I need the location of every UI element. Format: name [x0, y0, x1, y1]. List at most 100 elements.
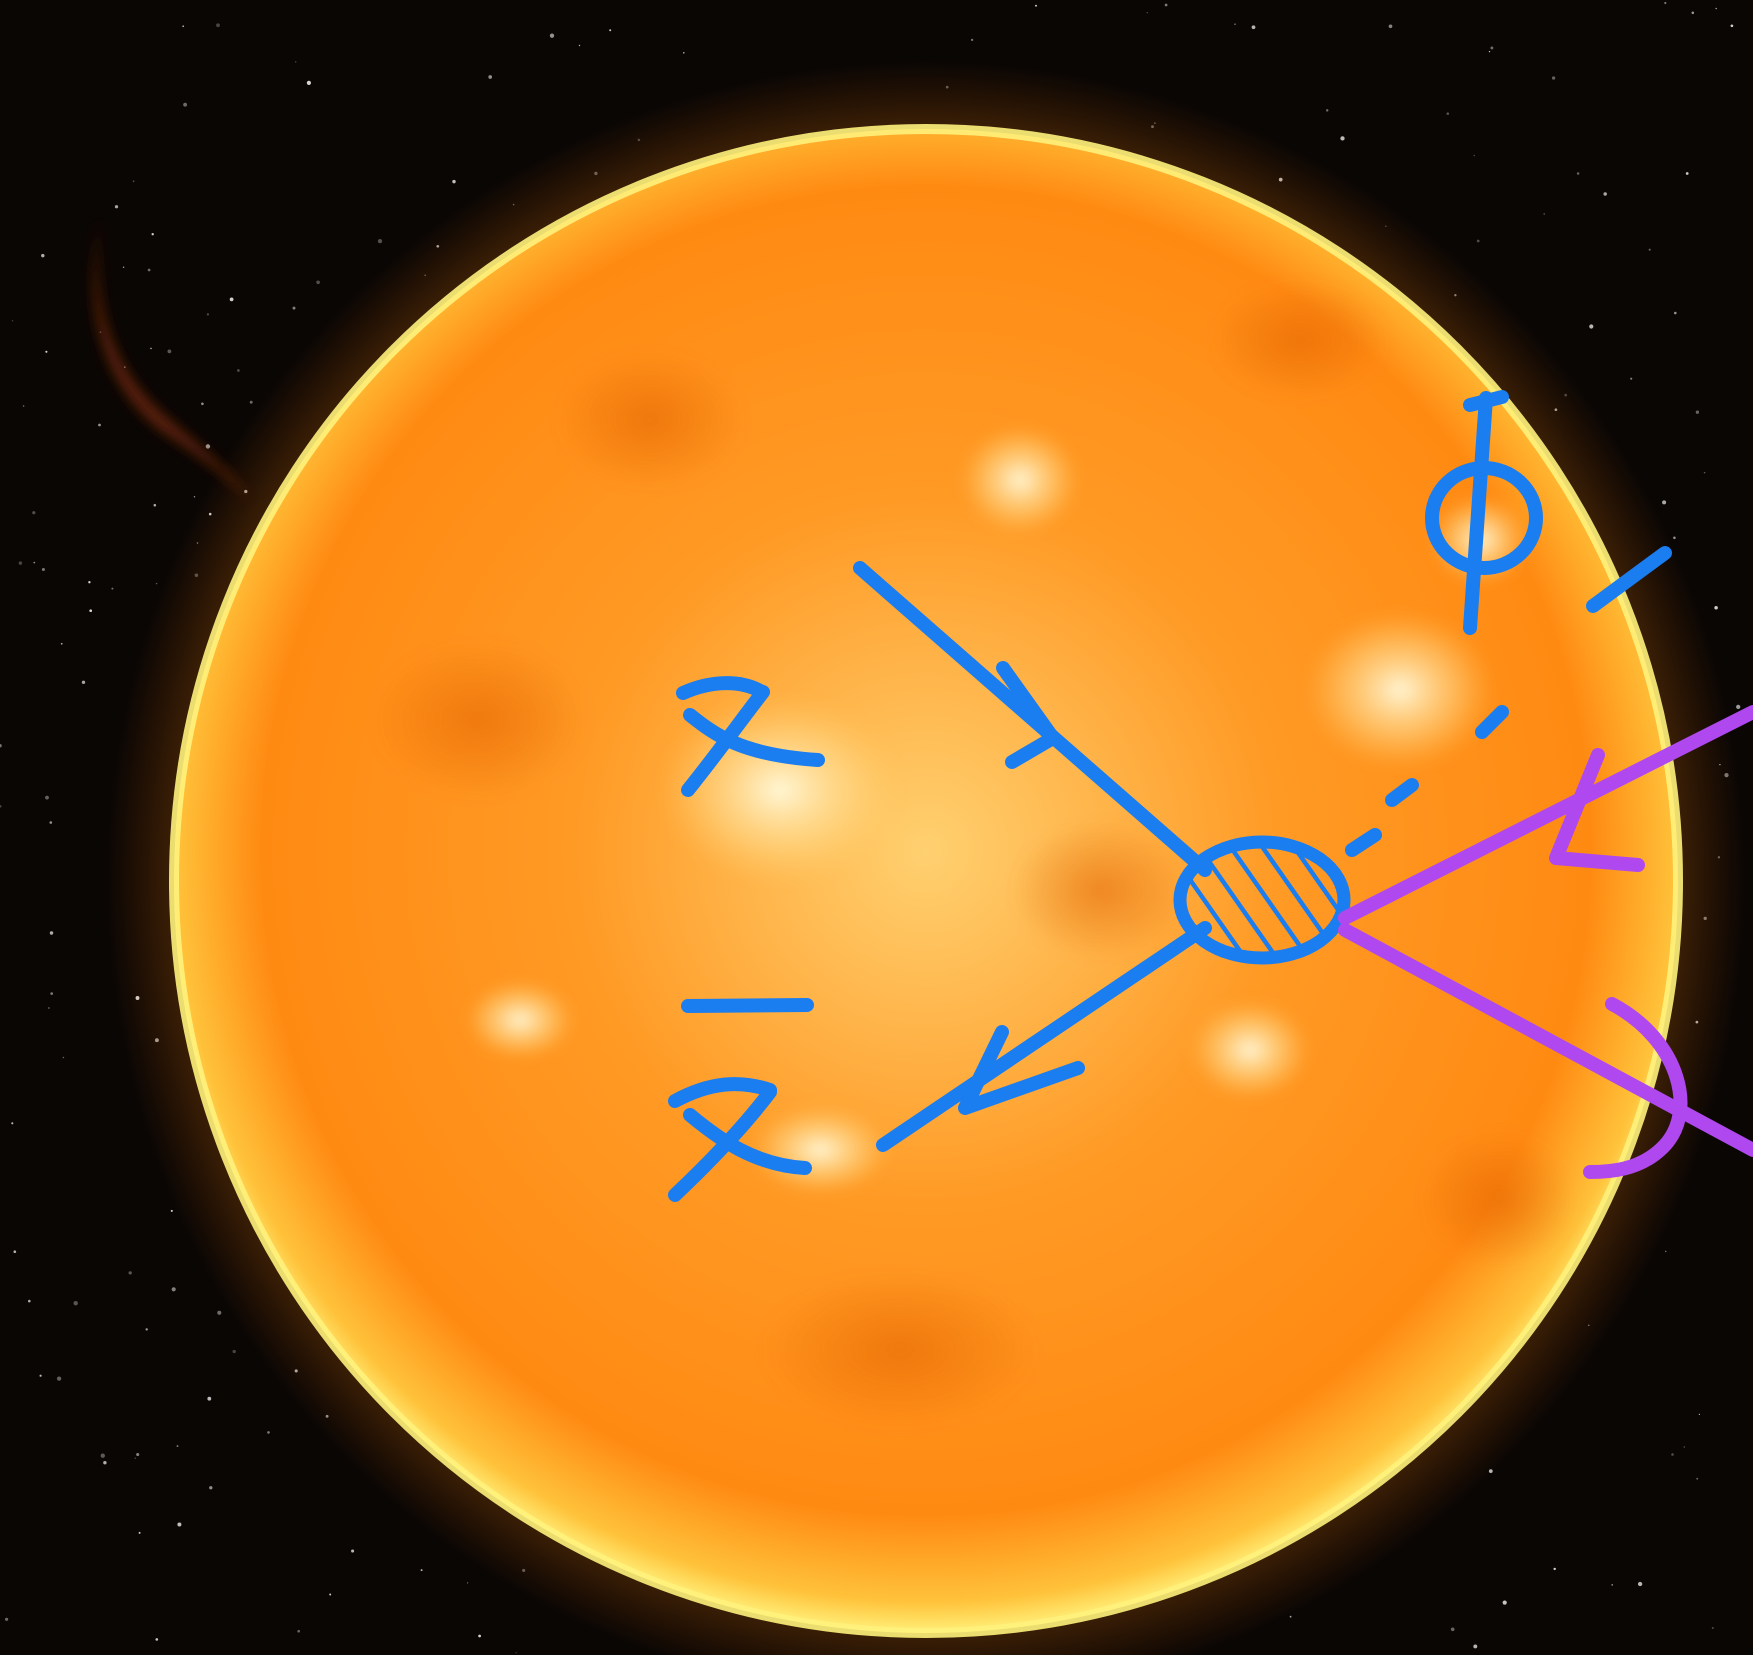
star [201, 402, 204, 405]
star [1683, 1446, 1685, 1448]
star [32, 511, 35, 514]
star [1731, 24, 1734, 27]
star [683, 52, 685, 54]
star [115, 205, 118, 208]
star [101, 1454, 105, 1458]
star [478, 1635, 481, 1638]
star [1473, 1644, 1477, 1648]
star [452, 180, 455, 183]
star [156, 583, 157, 584]
star [177, 1523, 181, 1527]
star [316, 280, 320, 284]
star [23, 405, 25, 407]
star [45, 351, 47, 353]
star [1673, 537, 1676, 540]
star [216, 23, 220, 27]
star [13, 1250, 16, 1253]
star [28, 1300, 31, 1303]
star [123, 266, 125, 268]
star [233, 1350, 236, 1353]
star [1147, 12, 1148, 13]
star [129, 1271, 132, 1274]
star [89, 609, 92, 612]
star [57, 1376, 61, 1380]
star [1589, 324, 1593, 328]
star [1165, 4, 1168, 7]
star [351, 1549, 354, 1552]
star [135, 1457, 136, 1458]
star [98, 424, 101, 427]
star [48, 1007, 50, 1009]
star [1490, 46, 1493, 49]
star [488, 75, 492, 79]
star [40, 1375, 42, 1377]
star [49, 821, 52, 824]
star [111, 588, 113, 590]
interaction-blob [1180, 842, 1344, 958]
star [421, 1569, 423, 1571]
star [1696, 1478, 1698, 1480]
star [1714, 606, 1718, 610]
star [177, 1445, 179, 1447]
star [139, 1532, 141, 1534]
star [516, 1652, 517, 1653]
star [1326, 109, 1328, 111]
star [133, 180, 135, 182]
star [609, 29, 611, 31]
star [33, 562, 35, 564]
star [307, 81, 311, 85]
star [1611, 1584, 1613, 1586]
star [237, 369, 240, 372]
star [1674, 312, 1677, 315]
star [293, 307, 296, 310]
star [1603, 192, 1606, 195]
star [74, 1301, 78, 1305]
star [329, 1594, 331, 1596]
star [971, 39, 973, 41]
star [206, 444, 210, 448]
star [42, 568, 45, 571]
star [1715, 8, 1717, 10]
star [295, 61, 296, 62]
star [297, 1630, 300, 1633]
star [168, 350, 172, 354]
star [1489, 51, 1490, 52]
star [150, 348, 152, 350]
star [1577, 172, 1580, 175]
star [1696, 411, 1699, 414]
star [50, 931, 53, 934]
star [207, 313, 209, 315]
star [1451, 1627, 1455, 1631]
star [1699, 1414, 1700, 1415]
star [267, 1431, 270, 1434]
star [250, 401, 253, 404]
star [1649, 249, 1651, 251]
star [1712, 1627, 1714, 1629]
star [1234, 23, 1236, 25]
star [88, 581, 90, 583]
star [19, 561, 22, 564]
star [467, 1582, 468, 1583]
star [41, 254, 44, 257]
star [136, 1453, 139, 1456]
star [230, 298, 234, 302]
star [50, 992, 53, 995]
star [1389, 24, 1393, 28]
star [194, 496, 195, 497]
star [45, 796, 49, 800]
star [1340, 136, 1344, 140]
star [171, 1210, 173, 1212]
star [1552, 76, 1555, 79]
star [1692, 12, 1695, 15]
star [154, 504, 157, 507]
star [172, 1287, 176, 1291]
star [11, 1122, 13, 1124]
star [1736, 705, 1740, 709]
star [1477, 240, 1480, 243]
star [550, 34, 554, 38]
star [12, 320, 13, 321]
star [378, 239, 382, 243]
star [217, 1311, 221, 1315]
star [1671, 1453, 1674, 1456]
star [209, 1486, 212, 1489]
